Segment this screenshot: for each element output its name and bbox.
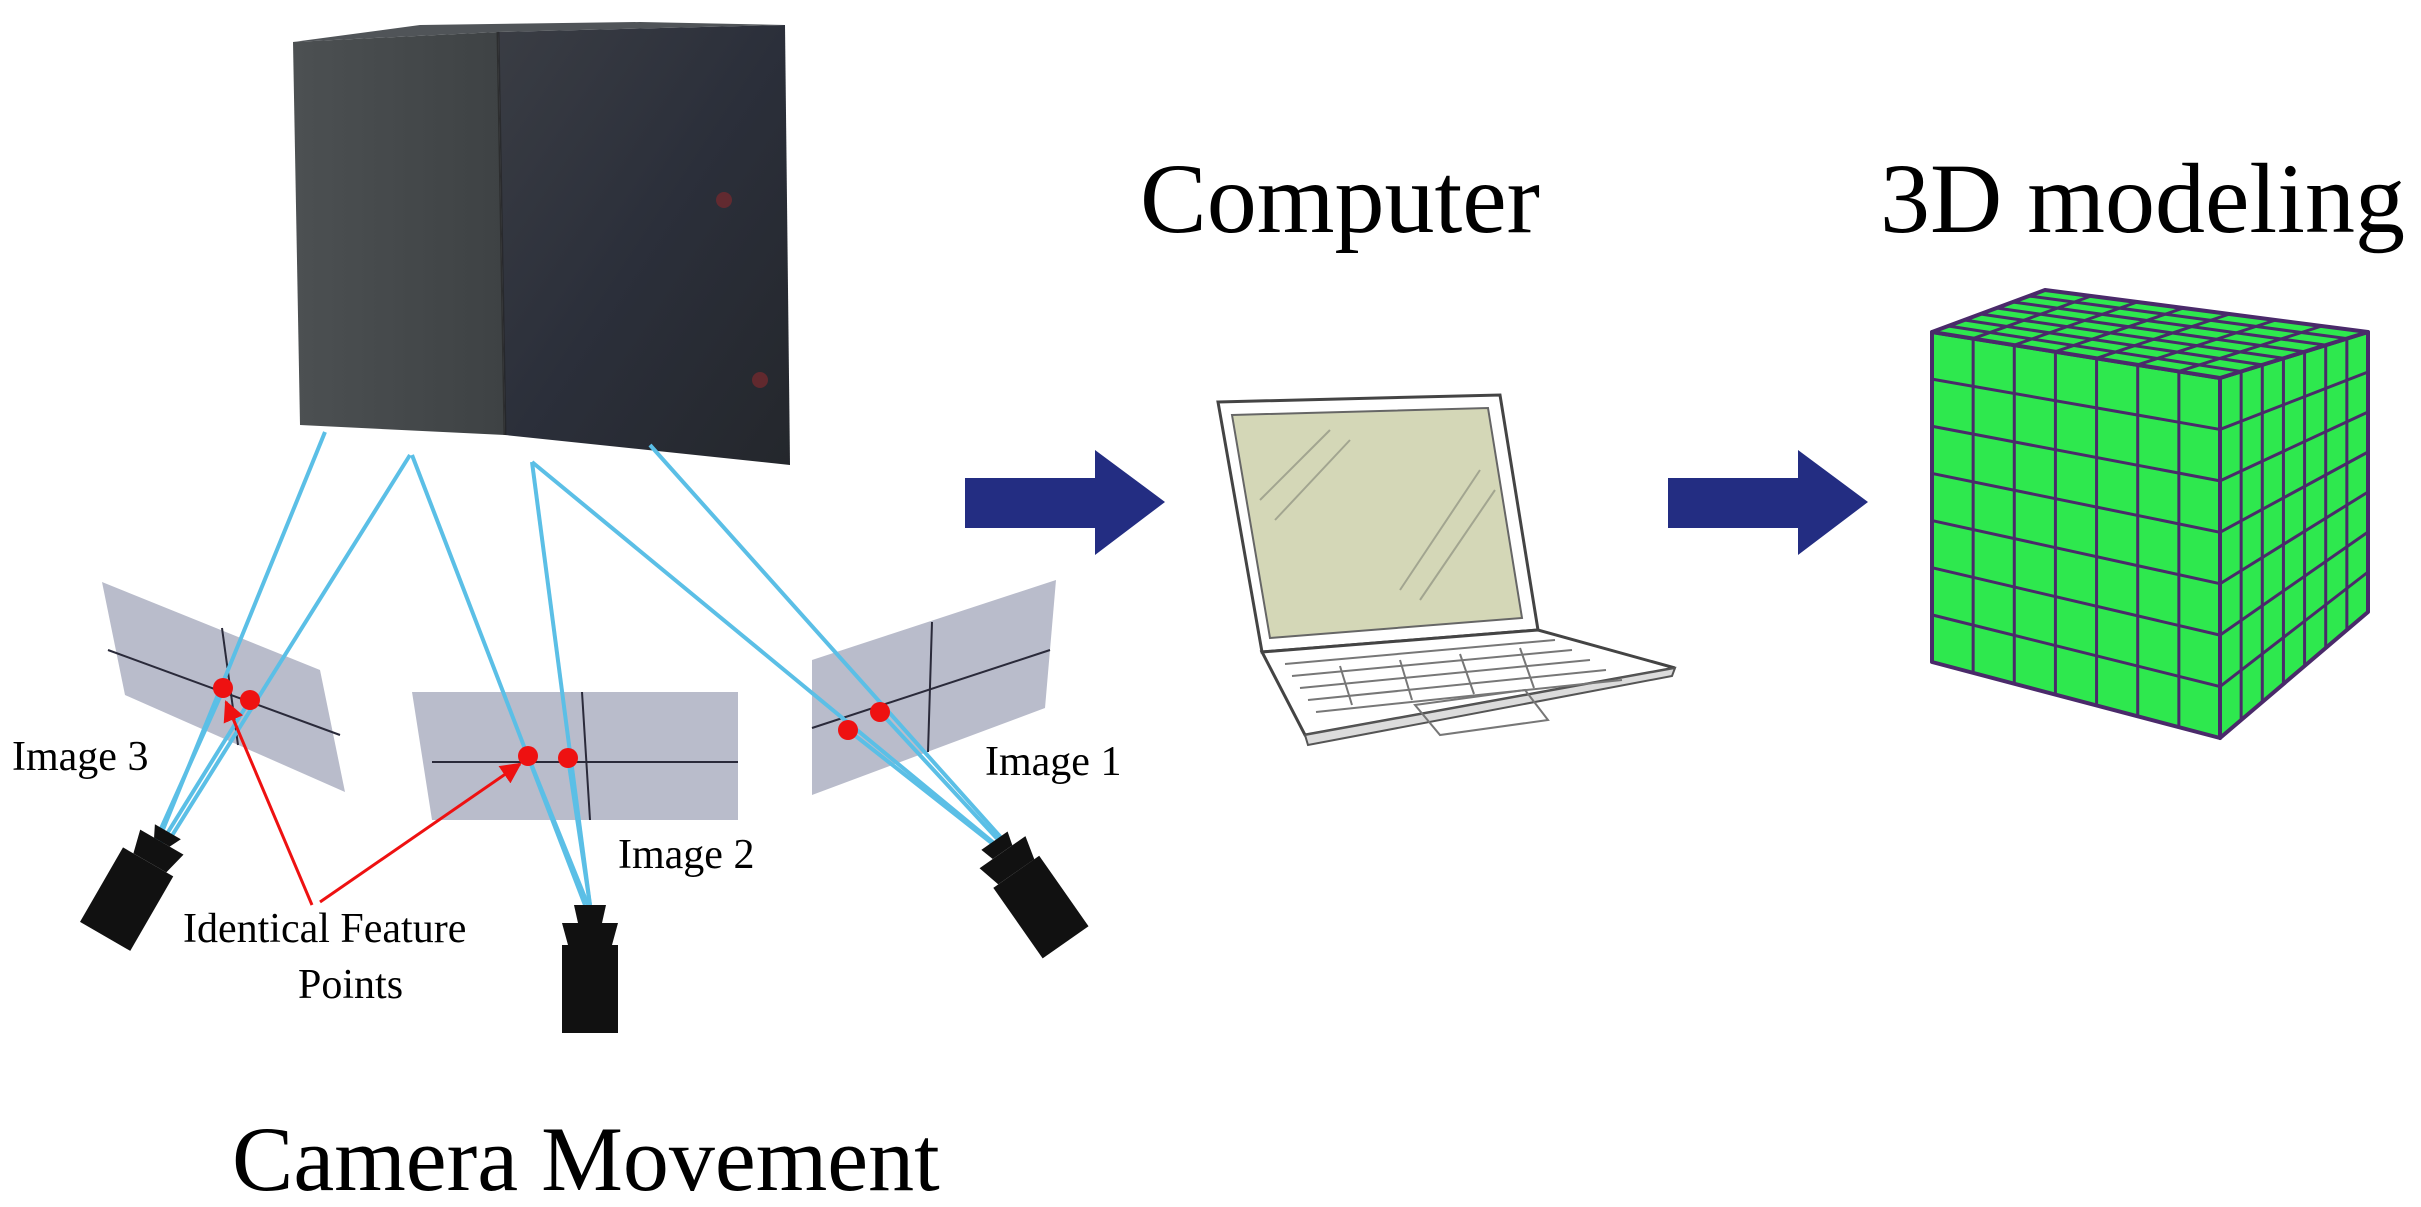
feature-points-label: Points: [298, 962, 403, 1008]
arrow-right-icon: [965, 450, 1165, 555]
image-1-label: Image 1: [985, 739, 1121, 785]
voxel-cube-icon: [1930, 288, 2370, 740]
laptop-keyboard: [1284, 639, 1623, 737]
arrow-right-icon: [1668, 450, 1868, 555]
projection-rays: [153, 431, 1007, 906]
camera-icon: [80, 824, 184, 951]
feature-pointer-arrows: [223, 700, 522, 906]
feature-points: [213, 678, 890, 768]
block-marker-dot: [716, 192, 732, 208]
laptop-screen: [1230, 406, 1524, 640]
camera-icon: [979, 831, 1089, 959]
3d-modeling-label: 3D modeling: [1880, 143, 2405, 254]
laptop-icon: [1216, 393, 1677, 747]
block-top-face: [293, 22, 785, 42]
computer-label: Computer: [1140, 143, 1540, 254]
image-3-label: Image 3: [12, 734, 148, 780]
camera-icon: [562, 905, 618, 1033]
camera-movement-label: Camera Movement: [232, 1108, 940, 1207]
identical-feature-label: Identical Feature: [183, 906, 466, 952]
block-marker-dot: [752, 372, 768, 388]
image-2-label: Image 2: [618, 832, 754, 878]
object-block: [293, 22, 790, 465]
